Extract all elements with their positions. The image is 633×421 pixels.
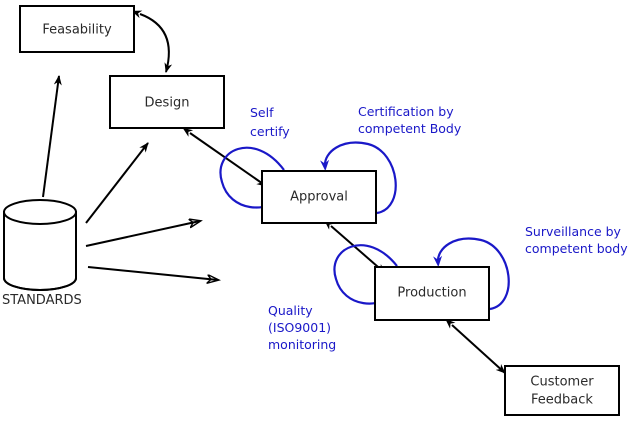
annotation-certification-line1: Certification by (358, 104, 454, 119)
annotation-quality-line1: Quality (268, 303, 313, 318)
connector-standards-approval[interactable] (85, 221, 200, 247)
connector-standards-design[interactable] (85, 142, 149, 224)
node-design-box (109, 75, 225, 129)
annotation-surveillance-line1: Surveillance by (525, 224, 622, 239)
annotation-self-certify-line2: certify (250, 124, 290, 139)
connector-standards-feasability[interactable] (42, 75, 62, 198)
connector-approval-production[interactable] (324, 220, 386, 274)
cylinder-top (3, 199, 77, 225)
node-approval-box (261, 170, 377, 224)
node-approval-label: Approval (290, 190, 348, 205)
annotation-certification-line2: competent Body (358, 121, 462, 136)
annotation-surveillance-line2: competent body (525, 241, 628, 256)
node-feasability-label: Feasability (42, 23, 112, 38)
annotation-self-certify-line1: Self (250, 105, 274, 120)
annotation-quality-monitoring: Quality (ISO9001) monitoring (268, 303, 336, 352)
node-production-label: Production (397, 286, 466, 301)
connector-standards-production[interactable] (87, 266, 218, 280)
annotation-surveillance-competent-body: Surveillance by competent body (525, 224, 628, 256)
loop-certification-competent-body[interactable] (320, 141, 397, 215)
annotation-certification-competent-body: Certification by competent Body (358, 104, 462, 136)
annotation-self-certify: Self certify (250, 105, 290, 139)
node-customer-feedback-box (504, 365, 620, 416)
node-design[interactable]: Design (109, 75, 225, 129)
node-feasability[interactable]: Feasability (19, 5, 135, 53)
connector-design-approval[interactable] (182, 127, 267, 187)
connector-production-customer-feedback[interactable] (445, 318, 506, 374)
node-approval[interactable]: Approval (261, 170, 377, 224)
datastore-standards[interactable]: STANDARDS (2, 199, 82, 308)
node-feasability-box (19, 5, 135, 53)
node-customer-feedback[interactable]: Customer Feedback (504, 365, 620, 416)
loop-surveillance-competent-body[interactable] (433, 237, 510, 311)
annotation-quality-line2: (ISO9001) (268, 320, 331, 335)
connector-feasability-design[interactable] (131, 10, 173, 73)
node-production-box (374, 266, 490, 321)
node-customer-feedback-label-line2: Feedback (531, 393, 593, 408)
cylinder-bottom-curve (3, 277, 77, 291)
annotation-quality-line3: monitoring (268, 337, 336, 352)
datastore-label: STANDARDS (2, 293, 82, 308)
node-production[interactable]: Production (374, 266, 490, 321)
node-design-label: Design (145, 96, 190, 111)
node-customer-feedback-label-line1: Customer (530, 375, 594, 390)
